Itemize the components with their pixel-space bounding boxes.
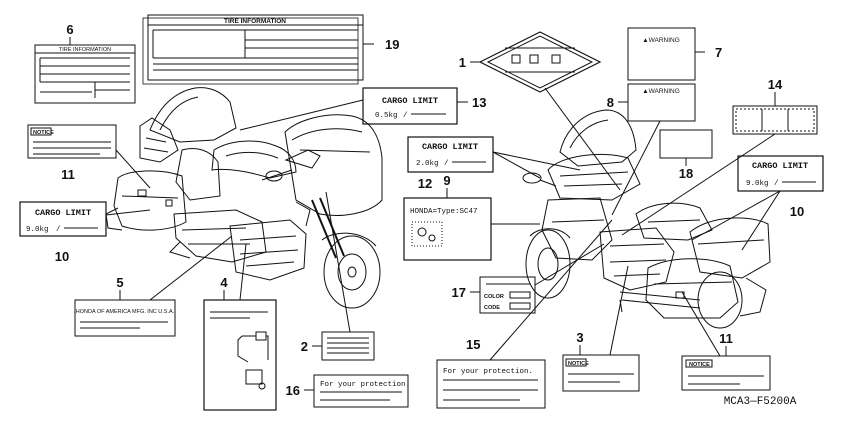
callout-8: 8 [607, 95, 614, 110]
notice-right-title: NOTICE [689, 362, 710, 368]
callout-19: 19 [385, 37, 399, 52]
callout-3: 3 [576, 330, 583, 345]
svg-text:/: / [56, 226, 61, 234]
cargo-top-value: 0.5kg [375, 112, 398, 120]
notice-left-title: NOTICE [33, 130, 54, 136]
callout-11-left: 11 [61, 167, 75, 182]
tire-info-large-title: TIRE INFORMATION [224, 18, 286, 25]
protection-left-title: For your protection. [320, 381, 410, 389]
notice-right-label [681, 291, 771, 391]
label-text: TIRE INFORMATION TIRE INFORMATION ▲WARNI… [26, 18, 808, 408]
svg-text:/: / [774, 180, 779, 188]
color-label: COLOR [484, 294, 504, 300]
diagram-code: MCA3—F5200A [724, 396, 797, 408]
cargo-mid-title: CARGO LIMIT [422, 142, 478, 152]
honda-america-label [74, 235, 233, 337]
callout-17: 17 [452, 285, 466, 300]
cargo-left-title: CARGO LIMIT [35, 208, 91, 218]
color-code-label [470, 243, 605, 314]
cargo-limit-mid-label [407, 136, 581, 179]
protection-mid-label [436, 219, 613, 409]
honda-america-title: HONDA OF AMERICA MFG. INC U.S.A. [76, 309, 175, 315]
svg-text:/: / [403, 112, 408, 120]
cargo-limit-top-label [239, 87, 468, 131]
callout-12: 12 [418, 176, 432, 191]
warning-a-title: ▲WARNING [642, 37, 680, 44]
callout-5: 5 [116, 275, 123, 290]
callout-1: 1 [459, 55, 466, 70]
blank-plain-label [659, 129, 713, 166]
tire-info-small-title: TIRE INFORMATION [59, 47, 111, 53]
callout-7: 7 [715, 45, 722, 60]
callout-14: 14 [768, 77, 783, 92]
cargo-top-title: CARGO LIMIT [382, 96, 438, 106]
cargo-mid-value: 2.0kg [416, 160, 439, 168]
notice-small-label [562, 265, 640, 392]
tire-info-large-label [142, 14, 374, 85]
cargo-right-value: 9.0kg [746, 180, 769, 188]
cargo-limit-left-label [19, 201, 151, 237]
callout-2: 2 [301, 339, 308, 354]
motorcycle-right [522, 109, 771, 329]
callout-18: 18 [679, 166, 693, 181]
cargo-limit-right-label [691, 155, 824, 251]
callout-16: 16 [286, 383, 300, 398]
emblem-label [470, 31, 621, 191]
notice-left-label [27, 124, 151, 189]
callout-6: 6 [66, 22, 73, 37]
blank-triple-label [621, 92, 818, 236]
honda-type-label [403, 188, 540, 261]
warning-label-b [611, 83, 696, 216]
callout-4: 4 [220, 275, 228, 290]
svg-text:/: / [444, 160, 449, 168]
callout-9: 9 [443, 173, 450, 188]
tire-info-small-label [34, 37, 136, 104]
blank-lines-label [312, 191, 375, 361]
code-label: CODE [484, 305, 500, 311]
callout-10-right: 10 [790, 204, 804, 219]
protection-left-label [304, 374, 409, 408]
callout-15: 15 [466, 337, 480, 352]
protection-mid-title: For your protection. [443, 368, 533, 376]
cargo-right-title: CARGO LIMIT [752, 161, 808, 171]
callout-13: 13 [472, 95, 486, 110]
honda-type-title: HONDA=Type:SC47 [410, 208, 478, 216]
callout-10-left: 10 [55, 249, 69, 264]
warning-label-a [627, 27, 705, 81]
routing-label [203, 243, 277, 411]
warning-b-title: ▲WARNING [642, 88, 680, 95]
notice-small-title: NOTICE [568, 361, 589, 367]
callout-11-right: 11 [719, 331, 733, 346]
cargo-left-value: 9.0kg [26, 226, 49, 234]
